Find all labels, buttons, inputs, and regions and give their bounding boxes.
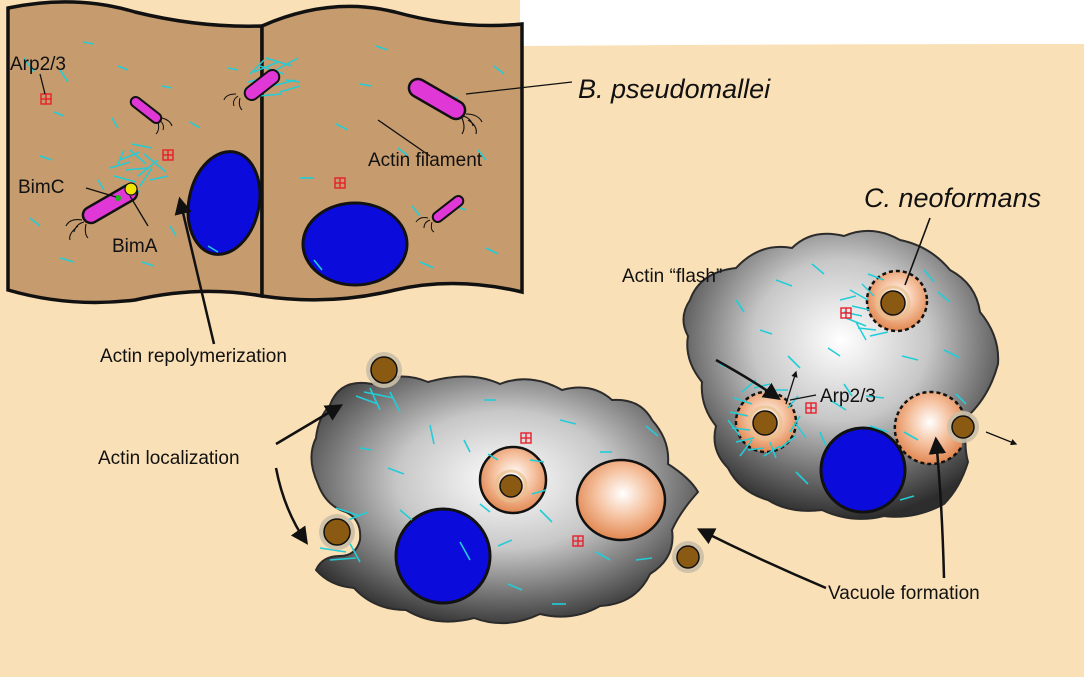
yeast-escaping — [947, 411, 979, 443]
arrow-flash-small — [785, 370, 798, 405]
bacterium-top-left — [129, 95, 173, 135]
arp23-macrophage-right — [805, 307, 852, 414]
arp23-epithelial — [40, 93, 346, 189]
arrow-yeast-exit — [985, 431, 1018, 446]
label-b-pseudomallei: B. pseudomallei — [578, 74, 771, 104]
actin-filaments-macrophage-right — [719, 263, 967, 501]
leader-c-neoformans — [904, 217, 931, 286]
leader-bimc — [85, 187, 117, 198]
arp23-macrophage-left — [520, 432, 584, 547]
label-arp23-right: Arp2/3 — [820, 386, 876, 407]
bimc-green-dot — [115, 195, 121, 201]
macrophage-right-nucleus — [819, 426, 907, 514]
bacterium-right-cell — [407, 77, 483, 135]
bima-yellow-dot — [124, 182, 138, 196]
actin-filaments-macrophage-left — [319, 387, 659, 605]
vacuole-empty — [575, 458, 667, 542]
bacterium-small-right-cell — [415, 194, 465, 233]
yeast-released — [672, 541, 704, 573]
bacterium-bima — [65, 182, 139, 241]
nucleus-left-cell — [186, 150, 262, 256]
annotation-lines — [39, 73, 1018, 590]
macrophage-left — [310, 375, 700, 625]
label-c-neoformans: C. neoformans — [864, 183, 1041, 213]
nucleus-right-cell — [301, 201, 409, 287]
label-actin-flash: Actin “flash” — [622, 266, 722, 287]
arrow-actin-repolymerization — [174, 196, 216, 345]
arrow-actin-flash — [715, 358, 781, 400]
label-actin-repolymerization: Actin repolymerization — [100, 346, 287, 367]
leader-bima — [129, 195, 149, 227]
leader-b-pseudomallei — [465, 81, 573, 95]
label-actin-localization: Actin localization — [98, 448, 240, 469]
yeast-cup — [319, 514, 355, 550]
white-corner — [520, 0, 1084, 46]
actin-filaments-epithelial — [23, 41, 505, 271]
macrophage-left-nucleus — [394, 507, 492, 605]
arrow-localization-up — [275, 404, 344, 446]
yeast-phagosome-top — [880, 290, 906, 316]
phagosome-flash — [734, 390, 798, 454]
arrow-vacuole-left — [696, 528, 827, 590]
label-bima: BimA — [112, 236, 158, 257]
leader-arp23-top — [39, 73, 46, 95]
yeast-phagosome-flash — [752, 410, 778, 436]
label-actin-filament: Actin filament — [368, 150, 483, 171]
phagosome-top — [865, 269, 929, 333]
label-vacuole-formation: Vacuole formation — [828, 583, 980, 604]
macrophage-right — [682, 229, 1000, 520]
arrow-localization-down — [274, 467, 308, 545]
leader-arp23-right — [789, 394, 817, 401]
actin-cloud-top-phagosome — [839, 273, 889, 341]
yeast-top-engulfing — [366, 352, 402, 388]
leader-actin-filament — [377, 119, 431, 157]
bacterium-membrane — [223, 68, 281, 111]
label-arp23-top: Arp2/3 — [10, 54, 66, 75]
yeast-in-vacuole — [499, 474, 523, 498]
arrow-vacuole-right — [928, 436, 947, 579]
vacuole-with-yeast — [478, 445, 548, 515]
label-bimc: BimC — [18, 177, 64, 198]
